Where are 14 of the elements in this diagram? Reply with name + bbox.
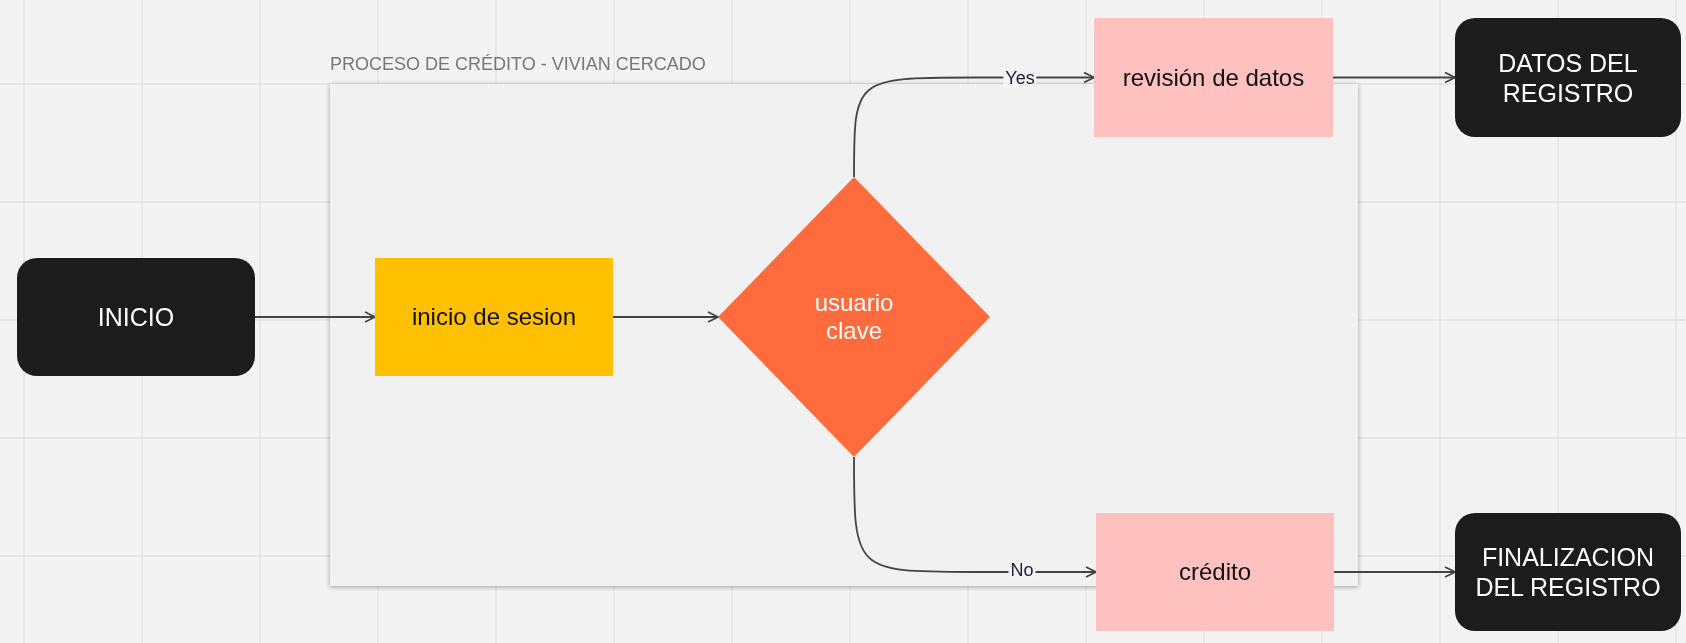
end-terminal: FINALIZACION DEL REGISTRO [1455,513,1681,631]
end-terminal: DATOS DEL REGISTRO [1455,18,1681,137]
arrow [853,71,1095,178]
arrow [1332,71,1456,84]
frame-title: PROCESO DE CRÉDITO - VIVIAN CERCADO [330,54,706,75]
node-label: usuario clave [813,289,895,345]
process-box: inicio de sesion [375,258,613,376]
arrow [853,456,1097,578]
arrow [1333,566,1456,578]
process-box: crédito [1096,513,1334,631]
arrow [612,311,719,323]
process-box: revisión de datos [1094,18,1333,137]
start-terminal: INICIO [17,258,255,376]
arrow [254,311,376,323]
